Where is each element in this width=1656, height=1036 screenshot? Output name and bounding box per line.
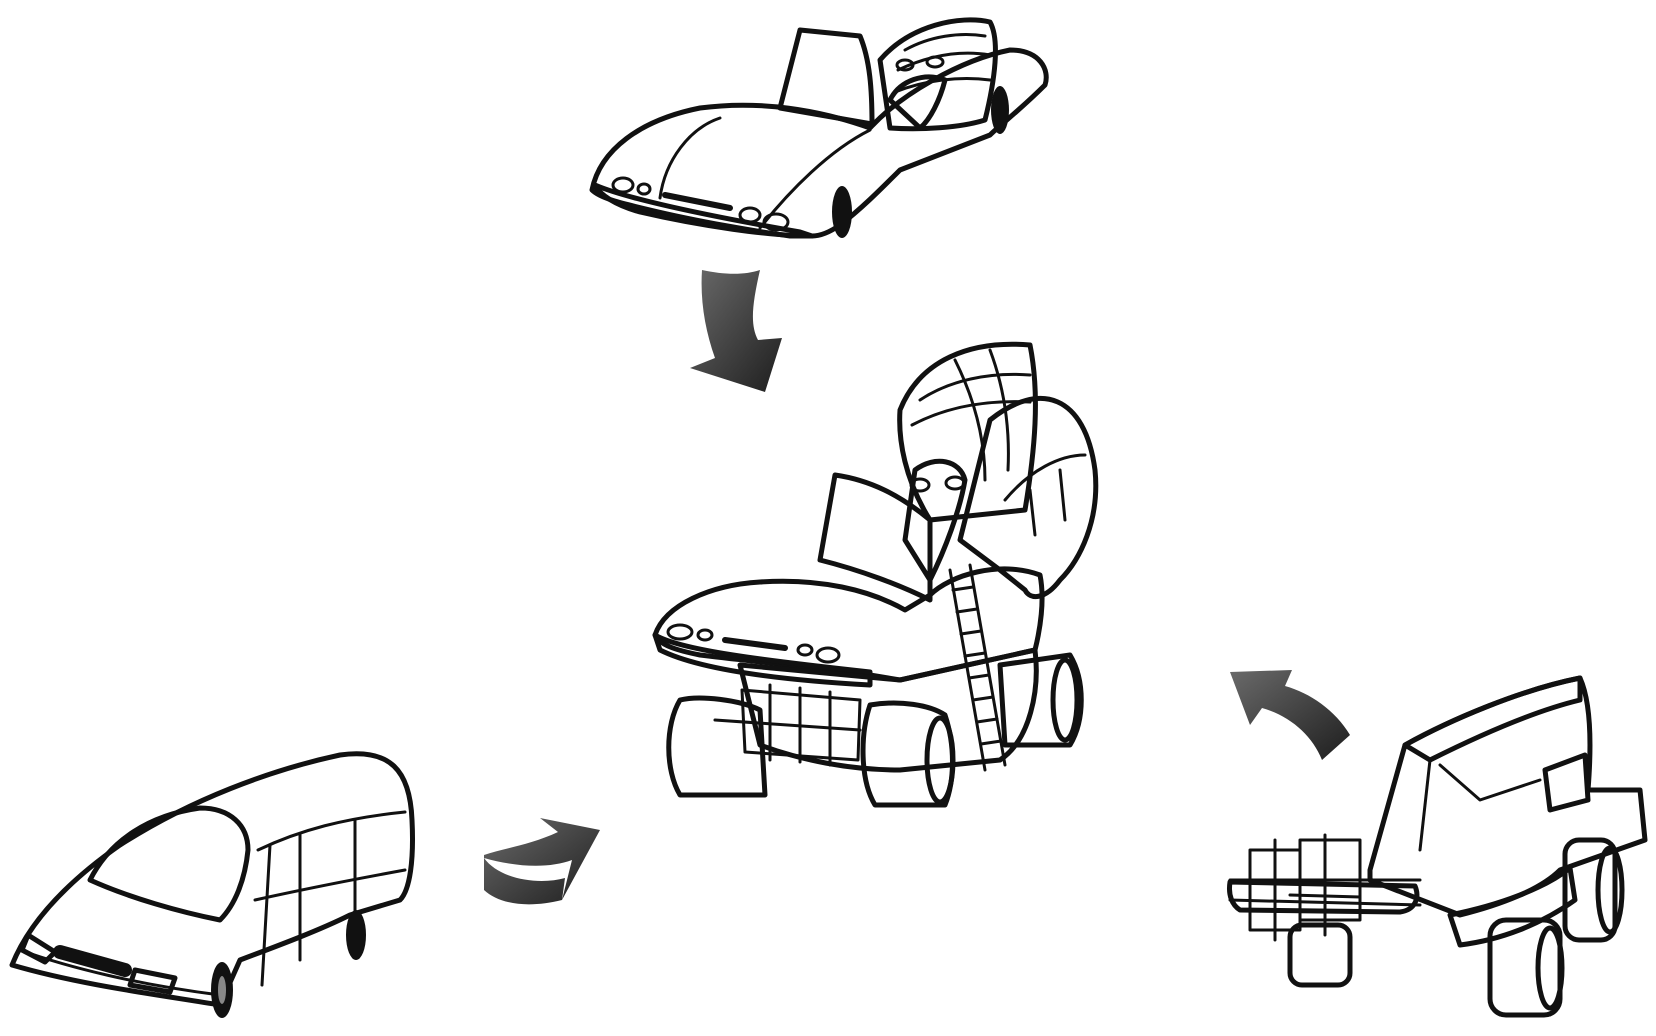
convertible-car-icon — [589, 17, 1049, 239]
minivan-car-icon — [9, 751, 415, 1018]
curved-arrow-icon — [1230, 670, 1350, 760]
curved-arrow-icon — [690, 270, 782, 392]
curved-arrow-icon — [484, 818, 600, 905]
off-road-jeep-icon — [1227, 675, 1648, 1018]
hybrid-vehicle-icon — [652, 341, 1099, 808]
